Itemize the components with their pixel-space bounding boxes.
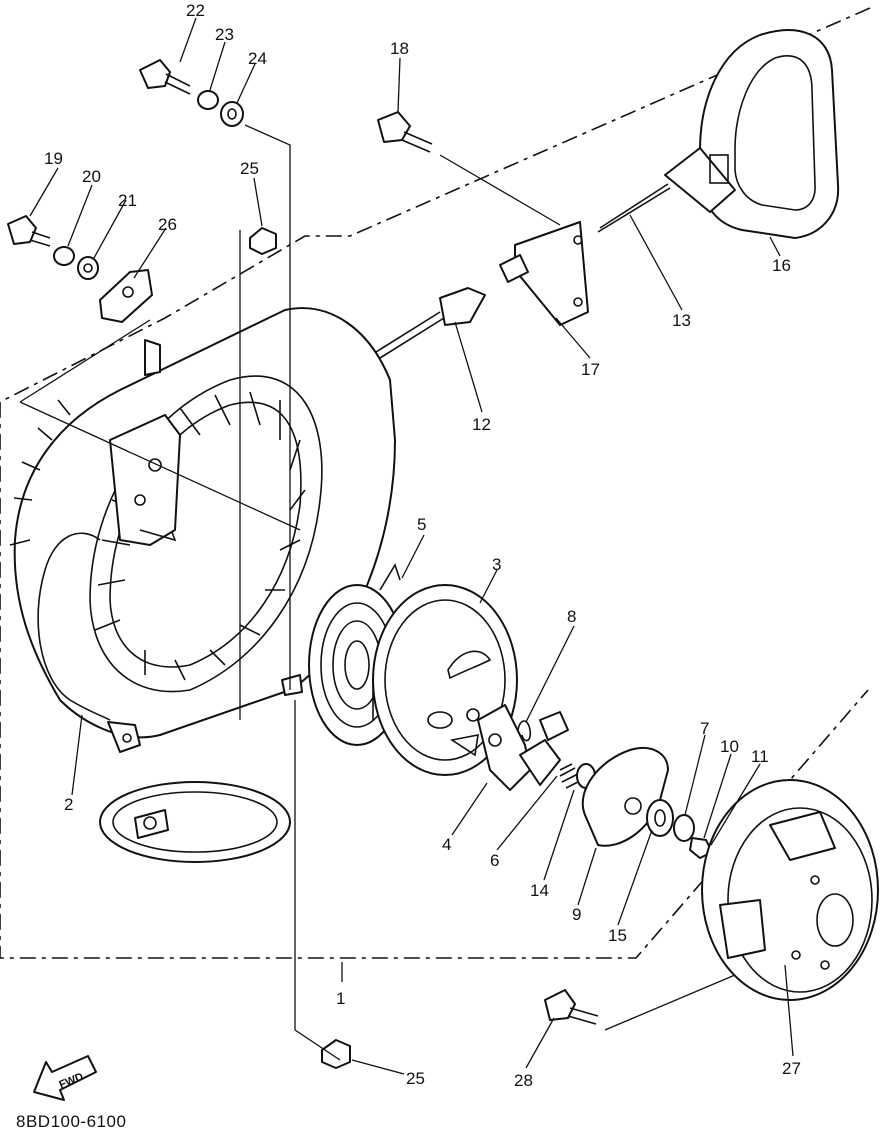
callout-17: 17 <box>581 360 600 379</box>
pawl-spring-6 <box>539 711 569 741</box>
nut-25-upper <box>249 227 277 255</box>
callout-3: 3 <box>492 555 501 574</box>
callout-25-lower: 25 <box>406 1069 425 1088</box>
callout-18: 18 <box>390 39 409 58</box>
callout-12: 12 <box>472 415 491 434</box>
washer-21 <box>77 256 99 280</box>
callout-10: 10 <box>720 737 739 756</box>
starter-case-cover <box>701 779 879 1001</box>
nut-25-lower <box>321 1039 351 1069</box>
callout-21: 21 <box>118 191 137 210</box>
callout-24: 24 <box>248 49 267 68</box>
callout-19: 19 <box>44 149 63 168</box>
callout-15: 15 <box>608 926 627 945</box>
fan-housing <box>9 307 396 753</box>
callout-5: 5 <box>417 515 426 534</box>
reference-lines <box>19 124 736 1061</box>
callout-14: 14 <box>530 881 549 900</box>
rope-guide-bracket <box>499 221 589 326</box>
callout-13: 13 <box>672 311 691 330</box>
starter-rope <box>597 183 671 233</box>
cable-sheath <box>375 287 486 359</box>
bolt-18 <box>377 111 433 153</box>
callout-7: 7 <box>700 719 709 738</box>
leader-lines <box>29 17 794 1075</box>
callout-22: 22 <box>186 1 205 20</box>
callout-9: 9 <box>572 905 581 924</box>
washer-24 <box>220 101 244 127</box>
starter-handle <box>664 29 840 239</box>
drawing-code: 8BD100-6100 <box>16 1112 127 1131</box>
callout-27: 27 <box>782 1059 801 1078</box>
assembly-boundary-line <box>0 7 871 959</box>
callout-11: 11 <box>751 747 769 766</box>
forward-arrow-icon <box>33 1055 97 1101</box>
starter-cord-loop <box>99 781 291 863</box>
pawl <box>477 704 561 791</box>
washer-stack <box>646 799 713 859</box>
bolt-19 <box>7 215 51 247</box>
washer-23 <box>197 90 219 110</box>
callout-28: 28 <box>514 1071 533 1090</box>
bolt-28 <box>544 989 599 1025</box>
callout-1: 1 <box>336 989 345 1008</box>
callout-2: 2 <box>64 795 73 814</box>
washer-20 <box>53 246 75 266</box>
callout-25-upper: 25 <box>240 159 259 178</box>
plate-26 <box>99 269 153 323</box>
callout-26: 26 <box>158 215 177 234</box>
bolt-22 <box>139 59 191 95</box>
callout-8: 8 <box>567 607 576 626</box>
callout-23: 23 <box>215 25 234 44</box>
callout-6: 6 <box>490 851 499 870</box>
seal-gasket <box>37 532 111 721</box>
callout-20: 20 <box>82 167 101 186</box>
callout-labels: 1 2 3 4 5 6 7 8 9 10 11 12 13 14 15 16 1… <box>44 1 801 1090</box>
callout-4: 4 <box>442 835 451 854</box>
callout-16: 16 <box>772 256 791 275</box>
